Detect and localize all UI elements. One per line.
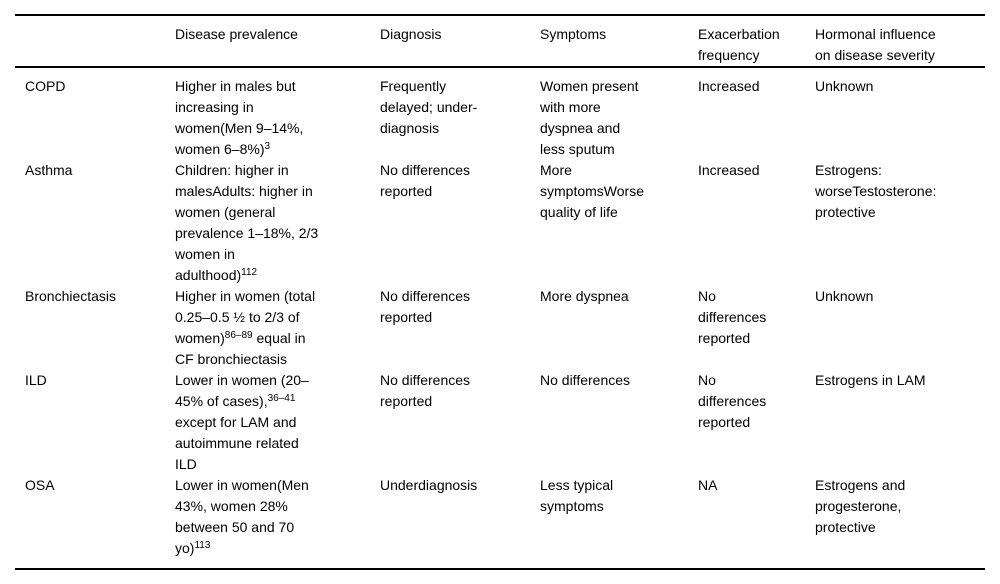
cell-disease-name: Asthma [25,162,73,178]
header-cell-empty [15,15,175,68]
cell-hormonal-influence: Estrogens in LAM [815,372,926,388]
table-body: COPD Higher in males but increasing in w… [15,67,985,569]
cell-disease-prevalence: Lower in women (20– 45% of cases),36–41 … [175,372,309,472]
cell-symptoms: More dyspnea [540,288,629,304]
header-cell-disease-prevalence: Disease prevalence [175,15,380,68]
table-row: Bronchiectasis Higher in women (total 0.… [15,286,985,370]
cell-symptoms: No differences [540,372,631,388]
header-cell-hormonal-influence: Hormonal influence on disease severity [815,15,985,68]
cell-disease-name: Bronchiectasis [25,288,117,304]
cell-disease-prevalence: Lower in women(Men 43%, women 28% betwee… [175,477,309,556]
header-cell-symptoms: Symptoms [540,15,698,68]
table-header: Disease prevalence Diagnosis Symptoms Ex… [15,15,985,68]
cell-exacerbation-frequency: No differences reported [698,288,767,346]
table-row: OSA Lower in women(Men 43%, women 28% be… [15,475,985,569]
cell-diagnosis: Frequently delayed; under- diagnosis [380,78,478,136]
cell-disease-name: ILD [25,372,47,388]
cell-exacerbation-frequency: NA [698,477,718,493]
header-row: Disease prevalence Diagnosis Symptoms Ex… [15,15,985,68]
cell-symptoms: Less typical symptoms [540,477,614,514]
header-cell-diagnosis: Diagnosis [380,15,540,68]
disease-comparison-table: Disease prevalence Diagnosis Symptoms Ex… [15,14,985,570]
cell-diagnosis: No differences reported [380,372,471,409]
cell-disease-prevalence: Children: higher in malesAdults: higher … [175,162,319,283]
cell-diagnosis: No differences reported [380,162,471,199]
cell-hormonal-influence: Estrogens and progesterone, protective [815,477,906,535]
cell-exacerbation-frequency: Increased [698,78,760,94]
cell-exacerbation-frequency: Increased [698,162,760,178]
cell-diagnosis: Underdiagnosis [380,477,478,493]
header-cell-exacerbation-frequency: Exacerbation frequency [698,15,815,68]
cell-disease-prevalence: Higher in women (total 0.25–0.5 ½ to 2/3… [175,288,316,367]
cell-symptoms: Women present with more dyspnea and less… [540,78,639,157]
table-row: COPD Higher in males but increasing in w… [15,67,985,160]
disease-comparison-table-wrap: Disease prevalence Diagnosis Symptoms Ex… [15,14,985,570]
table-row: ILD Lower in women (20– 45% of cases),36… [15,370,985,475]
cell-disease-name: OSA [25,477,55,493]
cell-diagnosis: No differences reported [380,288,471,325]
cell-symptoms: More symptomsWorse quality of life [540,162,644,220]
table-row: Asthma Children: higher in malesAdults: … [15,160,985,286]
cell-disease-name: COPD [25,78,66,94]
cell-hormonal-influence: Unknown [815,78,874,94]
cell-exacerbation-frequency: No differences reported [698,372,767,430]
cell-hormonal-influence: Estrogens: worseTestosterone: protective [815,162,937,220]
cell-hormonal-influence: Unknown [815,288,874,304]
cell-disease-prevalence: Higher in males but increasing in women(… [175,78,304,157]
